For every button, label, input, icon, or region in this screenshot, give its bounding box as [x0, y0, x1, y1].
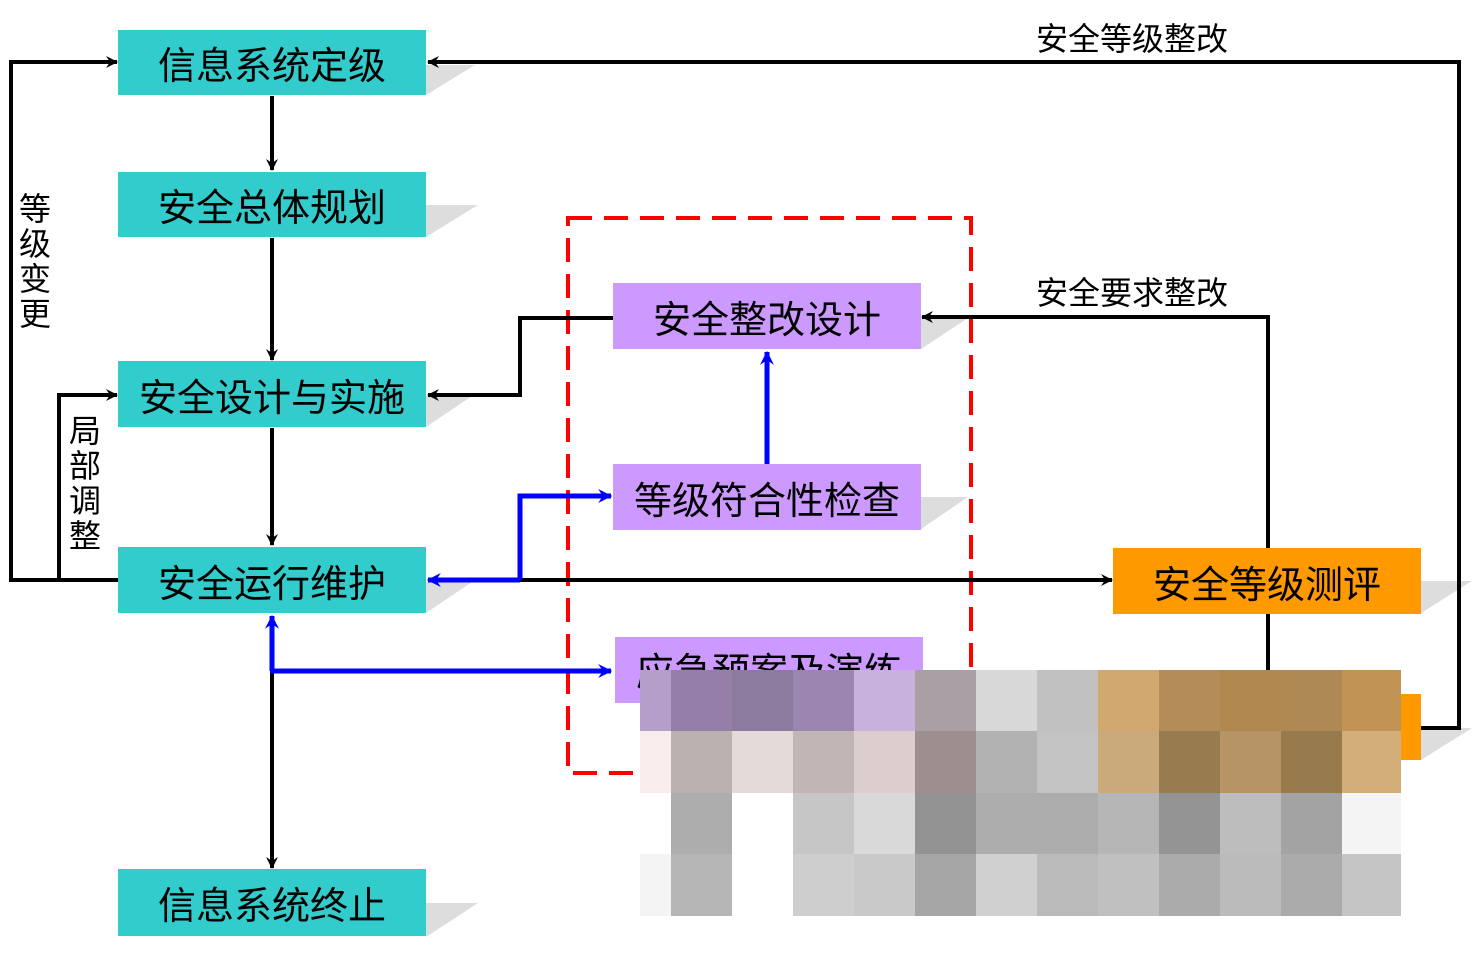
shadow-overall-planning	[426, 205, 478, 237]
mosaic-tile	[793, 731, 854, 794]
mosaic-tile	[1037, 853, 1098, 916]
mosaic-tile	[1037, 792, 1098, 855]
node-design-implementation[interactable]: 安全设计与实施	[118, 361, 426, 427]
mosaic-tile	[976, 670, 1037, 732]
mosaic-tile	[1281, 731, 1342, 794]
mosaic-tile	[1037, 670, 1098, 732]
shadow-design-implementation	[426, 396, 472, 427]
mosaic-tile	[854, 731, 915, 794]
node-system-grading[interactable]: 信息系统定级	[118, 30, 426, 95]
mosaic-tile	[671, 731, 732, 794]
mosaic-tile	[1220, 731, 1281, 794]
arrow-level-rectification	[427, 56, 1461, 730]
mosaic-tile	[915, 853, 976, 916]
mosaic-tile	[671, 792, 732, 855]
mosaic-tile	[1098, 670, 1159, 732]
node-compliance-check[interactable]: 等级符合性检查	[613, 464, 921, 530]
shadow-system-termination	[426, 903, 478, 937]
mosaic-tile	[1220, 792, 1281, 855]
shadow-level-assessment	[1421, 581, 1472, 613]
node-operation-maintenance[interactable]: 安全运行维护	[118, 547, 426, 613]
node-overall-planning[interactable]: 安全总体规划	[118, 172, 426, 237]
mosaic-tile	[1037, 731, 1098, 794]
mosaic-tile	[640, 792, 671, 855]
label-level-rectification: 安全等级整改	[1036, 20, 1229, 58]
mosaic-tile	[915, 792, 976, 855]
mosaic-tile	[1159, 792, 1220, 855]
mosaic-tile	[732, 792, 793, 855]
node-system-termination-label: 信息系统终止	[157, 884, 386, 928]
node-level-assessment-label: 安全等级测评	[1152, 562, 1381, 607]
mosaic-tile	[1281, 792, 1342, 855]
mosaic-tile	[1342, 731, 1401, 794]
shadow-compliance-check	[921, 497, 968, 529]
shadow-hidden-node	[1421, 728, 1472, 760]
node-level-assessment[interactable]: 安全等级测评	[1113, 548, 1421, 614]
mosaic-tile	[1098, 731, 1159, 794]
node-system-grading-label: 信息系统定级	[157, 44, 386, 88]
label-level-change: 等级变更	[18, 190, 51, 333]
mosaic-tile	[976, 853, 1037, 916]
mosaic-tile	[793, 853, 854, 916]
mosaic-tile	[793, 670, 854, 732]
mosaic-tile	[1220, 853, 1281, 916]
mosaic-tile	[1159, 853, 1220, 916]
mosaic-tile	[1342, 792, 1401, 855]
node-rectification-design-label: 安全整改设计	[652, 297, 881, 342]
mosaic-tile	[1342, 853, 1401, 916]
label-requirement-rectification: 安全要求整改	[1036, 274, 1229, 312]
mosaic-tile	[1159, 731, 1220, 794]
mosaic-tile	[793, 792, 854, 855]
mosaic-tile	[976, 731, 1037, 794]
arrow-requirement-rectification	[921, 311, 1270, 548]
arrow-to-compliance-check	[517, 489, 613, 580]
mosaic-tile	[854, 792, 915, 855]
mosaic-tile	[1342, 670, 1401, 732]
shadow-operation-maintenance	[426, 582, 472, 613]
redaction-mosaic	[640, 670, 1401, 916]
shadow-system-grading	[426, 65, 475, 95]
mosaic-tile	[915, 670, 976, 732]
shadow-rectification-design	[921, 318, 968, 349]
node-operation-maintenance-label: 安全运行维护	[157, 561, 386, 606]
mosaic-tile	[915, 731, 976, 794]
node-system-termination[interactable]: 信息系统终止	[118, 869, 426, 936]
mosaic-tile	[732, 731, 793, 794]
mosaic-tile	[854, 670, 915, 732]
blue-connectors	[265, 350, 774, 678]
mosaic-tile	[640, 731, 671, 794]
mosaic-tile	[854, 853, 915, 916]
mosaic-tile	[732, 670, 793, 732]
mosaic-tile	[671, 670, 732, 732]
mosaic-tile	[1281, 853, 1342, 916]
node-overall-planning-label: 安全总体规划	[157, 186, 386, 230]
node-compliance-check-label: 等级符合性检查	[633, 478, 900, 523]
node-rectification-design[interactable]: 安全整改设计	[613, 283, 921, 349]
mosaic-tile	[976, 792, 1037, 855]
black-connectors	[9, 56, 1461, 869]
arrow-rectification-to-design	[427, 316, 613, 401]
mosaic-tile	[640, 670, 671, 732]
mosaic-tile	[732, 853, 793, 916]
arrow-local-adjustment-loop	[57, 389, 118, 582]
mosaic-tile	[1098, 853, 1159, 916]
mosaic-tile	[1098, 792, 1159, 855]
mosaic-tile	[1159, 670, 1220, 732]
mosaic-tile	[640, 853, 671, 916]
mosaic-tile	[671, 853, 732, 916]
mosaic-tile	[1220, 670, 1281, 732]
label-local-adjustment: 局部调整	[68, 412, 101, 555]
mosaic-tile	[1281, 670, 1342, 732]
node-design-implementation-label: 安全设计与实施	[138, 375, 405, 420]
